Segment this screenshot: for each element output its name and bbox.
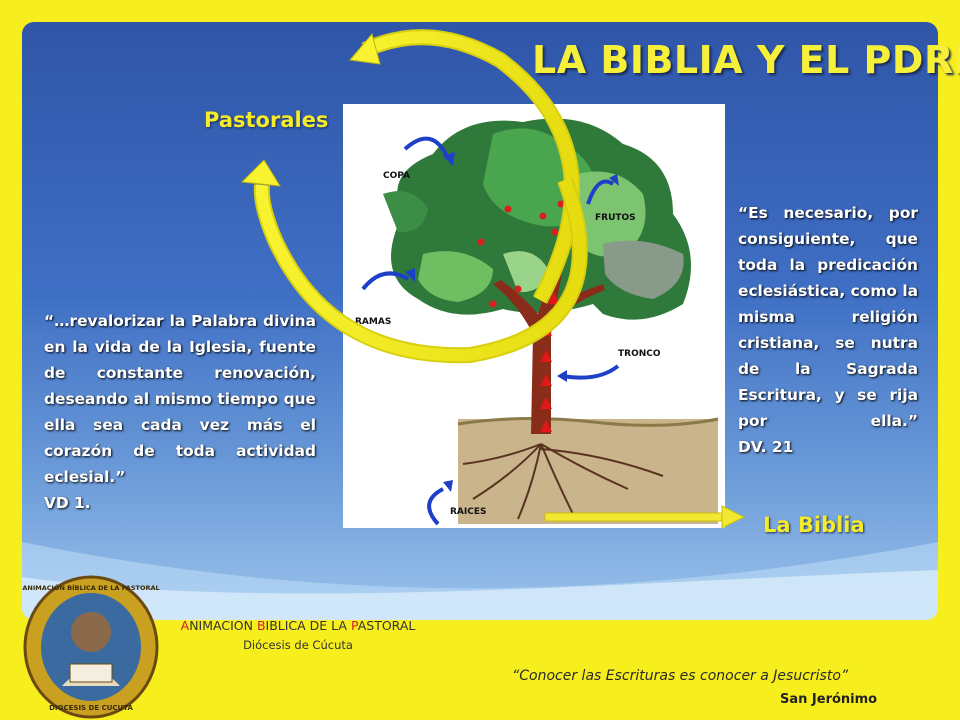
quote-left-ref: VD 1.	[44, 494, 91, 512]
footer-quote: “Conocer las Escrituras es conocer a Jes…	[512, 668, 849, 684]
tree-label-frutos: FRUTOS	[595, 213, 636, 223]
tree-label-copa: COPA	[383, 171, 410, 181]
la-biblia-label: La Biblia	[763, 513, 865, 537]
quote-right-text: “Es necesario, por consiguiente, que tod…	[738, 204, 918, 430]
org-word-animacion: NIMACION	[189, 618, 257, 633]
org-initial-a: A	[180, 618, 190, 633]
pastorales-label: Pastorales	[204, 108, 329, 132]
footer-saint: San Jerónimo	[780, 692, 878, 707]
slide-title: LA BIBLIA Y EL PDRE	[532, 38, 960, 82]
pastoral-logo-icon: ANIMACIÓN BÍBLICA DE LA PASTORAL DIOCESI…	[22, 575, 160, 719]
org-initial-b: B	[256, 618, 266, 633]
roots	[462, 443, 664, 520]
footer-organization: ANIMACION BIBLICA DE LA PASTORAL	[168, 618, 428, 633]
quote-left: “…revalorizar la Palabra divina en la vi…	[44, 308, 316, 516]
decorative-waves	[22, 542, 938, 620]
footer-diocesis: Diócesis de Cúcuta	[243, 638, 353, 652]
fruits	[477, 200, 565, 308]
arrow-to-biblia	[544, 512, 726, 522]
quote-right-ref: DV. 21	[738, 438, 794, 456]
blue-arrows	[361, 136, 620, 526]
tree-label-tronco: TRONCO	[618, 349, 661, 359]
tree-label-ramas: RAMAS	[355, 317, 391, 327]
soil	[458, 419, 718, 524]
quote-right: “Es necesario, por consiguiente, que tod…	[738, 200, 918, 460]
org-initial-p: P	[350, 618, 358, 633]
tree-label-raices: RAICES	[450, 507, 486, 517]
logo-bottom-text: DIOCESIS DE CUCUTA	[49, 704, 133, 712]
arc-arrow-top	[361, 29, 580, 304]
quote-left-text: “…revalorizar la Palabra divina en la vi…	[44, 312, 316, 486]
tree-diagram: COPA FRUTOS RAMAS TRONCO RAICES	[343, 104, 725, 528]
org-word-biblica: IBLICA DE LA	[265, 618, 351, 633]
org-word-pastoral: ASTORAL	[357, 618, 416, 633]
logo-top-text: ANIMACIÓN BÍBLICA DE LA PASTORAL	[22, 583, 159, 592]
